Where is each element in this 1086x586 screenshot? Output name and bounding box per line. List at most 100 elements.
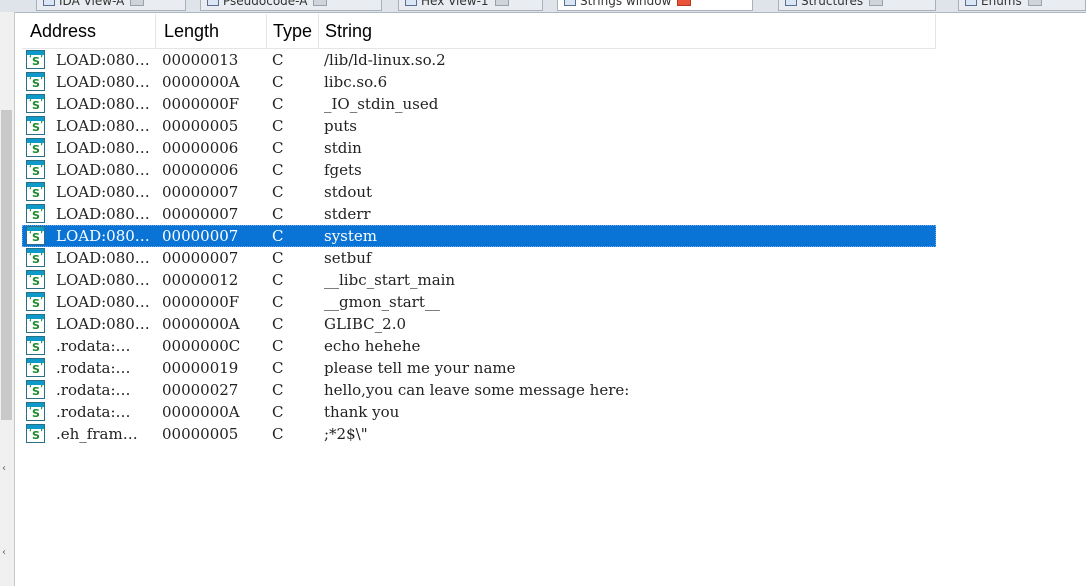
scrollbar-thumb[interactable] (1, 110, 12, 420)
address-cell: LOAD:080… (56, 117, 150, 135)
address-cell: .rodata:… (56, 337, 131, 355)
string-cell: stderr (324, 205, 371, 223)
type-cell: C (272, 51, 284, 69)
address-cell: .rodata:… (56, 403, 131, 421)
close-icon[interactable] (313, 0, 328, 6)
length-cell: 0000000F (162, 293, 240, 311)
tab-strings-window[interactable]: Strings window (557, 0, 753, 11)
length-cell: 0000000A (162, 403, 240, 421)
address-cell: LOAD:080… (56, 183, 150, 201)
string-cell: __libc_start_main (324, 271, 456, 289)
address-cell: .rodata:… (56, 381, 131, 399)
type-cell: C (272, 315, 284, 333)
close-icon[interactable] (494, 0, 509, 6)
column-string[interactable]: String (319, 14, 936, 48)
type-cell: C (272, 293, 284, 311)
string-cell: stdin (324, 139, 362, 157)
address-cell: LOAD:080… (56, 139, 150, 157)
tab-structures[interactable]: Structures (778, 0, 936, 11)
length-cell: 00000005 (162, 117, 239, 135)
string-cell: _IO_stdin_used (324, 95, 439, 113)
length-cell: 00000006 (162, 161, 239, 179)
close-icon[interactable] (130, 0, 145, 6)
length-cell: 0000000A (162, 73, 240, 91)
hex-icon (405, 0, 417, 6)
length-cell: 00000007 (162, 227, 239, 245)
enums-icon (965, 0, 977, 6)
tab-label: Pseudocode-A (223, 0, 308, 8)
string-cell: libc.so.6 (324, 73, 388, 91)
type-cell: C (272, 359, 284, 377)
address-cell: LOAD:080… (56, 293, 150, 311)
string-cell: GLIBC_2.0 (324, 315, 407, 333)
string-icon: ‘S’ (26, 336, 45, 355)
string-icon: ‘S’ (26, 204, 45, 223)
tab-label: IDA View-A (59, 0, 125, 8)
address-cell: LOAD:080… (56, 95, 150, 113)
address-cell: LOAD:080… (56, 161, 150, 179)
string-cell: system (324, 227, 377, 245)
tab-enums[interactable]: Enums (958, 0, 1086, 11)
string-cell: stdout (324, 183, 373, 201)
close-icon[interactable] (677, 0, 692, 6)
tab-hex-view[interactable]: Hex View-1 (398, 0, 543, 11)
string-icon: ‘S’ (26, 116, 45, 135)
string-icon: ‘S’ (26, 72, 45, 91)
string-icon: ‘S’ (26, 226, 45, 245)
column-type[interactable]: Type (267, 14, 319, 48)
column-address[interactable]: Address (22, 14, 156, 48)
type-cell: C (272, 95, 284, 113)
string-icon: ‘S’ (26, 138, 45, 157)
tab-label: Strings window (580, 0, 672, 8)
type-cell: C (272, 403, 284, 421)
chevron-left-icon[interactable]: ‹ (2, 547, 6, 558)
type-cell: C (272, 337, 284, 355)
address-cell: LOAD:080… (56, 73, 150, 91)
address-cell: .eh_fram… (56, 425, 138, 443)
string-icon: ‘S’ (26, 314, 45, 333)
length-cell: 00000007 (162, 249, 239, 267)
type-cell: C (272, 117, 284, 135)
tab-pseudocode[interactable]: Pseudocode-A (200, 0, 382, 11)
strings-list[interactable]: Address Length Type String ‘S’LOAD:080…0… (22, 14, 936, 586)
string-icon: ‘S’ (26, 380, 45, 399)
string-cell: /lib/ld-linux.so.2 (324, 51, 446, 69)
type-cell: C (272, 227, 284, 245)
tab-strip: IDA View-A Pseudocode-A Hex View-1 Strin… (0, 0, 1086, 13)
close-icon[interactable] (1027, 0, 1042, 6)
length-cell: 0000000A (162, 315, 240, 333)
address-cell: .rodata:… (56, 359, 131, 377)
string-cell: __gmon_start__ (324, 293, 440, 311)
left-scrollbar[interactable]: ‹ ‹ (0, 12, 15, 586)
tab-ida-view[interactable]: IDA View-A (36, 0, 186, 11)
close-icon[interactable] (869, 0, 884, 6)
string-cell: ;*2$\" (324, 425, 368, 443)
address-cell: LOAD:080… (56, 51, 150, 69)
string-icon: ‘S’ (26, 50, 45, 69)
string-icon: ‘S’ (26, 160, 45, 179)
length-cell: 00000007 (162, 205, 239, 223)
string-cell: setbuf (324, 249, 372, 267)
column-length[interactable]: Length (156, 14, 267, 48)
chevron-left-icon[interactable]: ‹ (2, 463, 6, 474)
type-cell: C (272, 271, 284, 289)
column-header: Address Length Type String (22, 14, 936, 49)
